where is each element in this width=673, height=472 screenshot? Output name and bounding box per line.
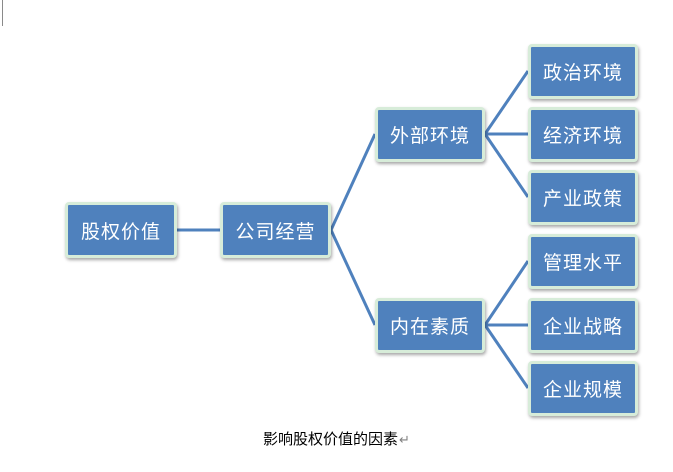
node-enterprise-scale: 企业规模 bbox=[528, 361, 638, 416]
connector-internal-to-scale bbox=[483, 324, 530, 389]
node-external-environment: 外部环境 bbox=[375, 107, 485, 162]
node-internal-quality: 内在素质 bbox=[375, 298, 485, 353]
node-economic-environment: 经济环境 bbox=[528, 107, 638, 162]
margin-corner-mark bbox=[0, 0, 3, 26]
node-equity-value: 股权价值 bbox=[65, 202, 177, 258]
caption-text: 影响股权价值的因素 bbox=[263, 430, 399, 448]
connector-external-to-political bbox=[483, 70, 530, 135]
node-industry-policy: 产业政策 bbox=[528, 170, 638, 225]
figure-caption: 影响股权价值的因素↵ bbox=[0, 428, 673, 449]
connector-internal-to-management bbox=[483, 260, 530, 326]
connector-external-to-industry bbox=[483, 133, 530, 198]
node-political-environment: 政治环境 bbox=[528, 44, 638, 99]
connector-operation-to-external bbox=[329, 133, 377, 231]
connector-operation-to-internal bbox=[329, 229, 377, 326]
node-management-level: 管理水平 bbox=[528, 234, 638, 289]
paragraph-mark-icon: ↵ bbox=[399, 433, 410, 448]
node-enterprise-strategy: 企业战略 bbox=[528, 298, 638, 353]
node-company-operation: 公司经营 bbox=[220, 202, 331, 258]
